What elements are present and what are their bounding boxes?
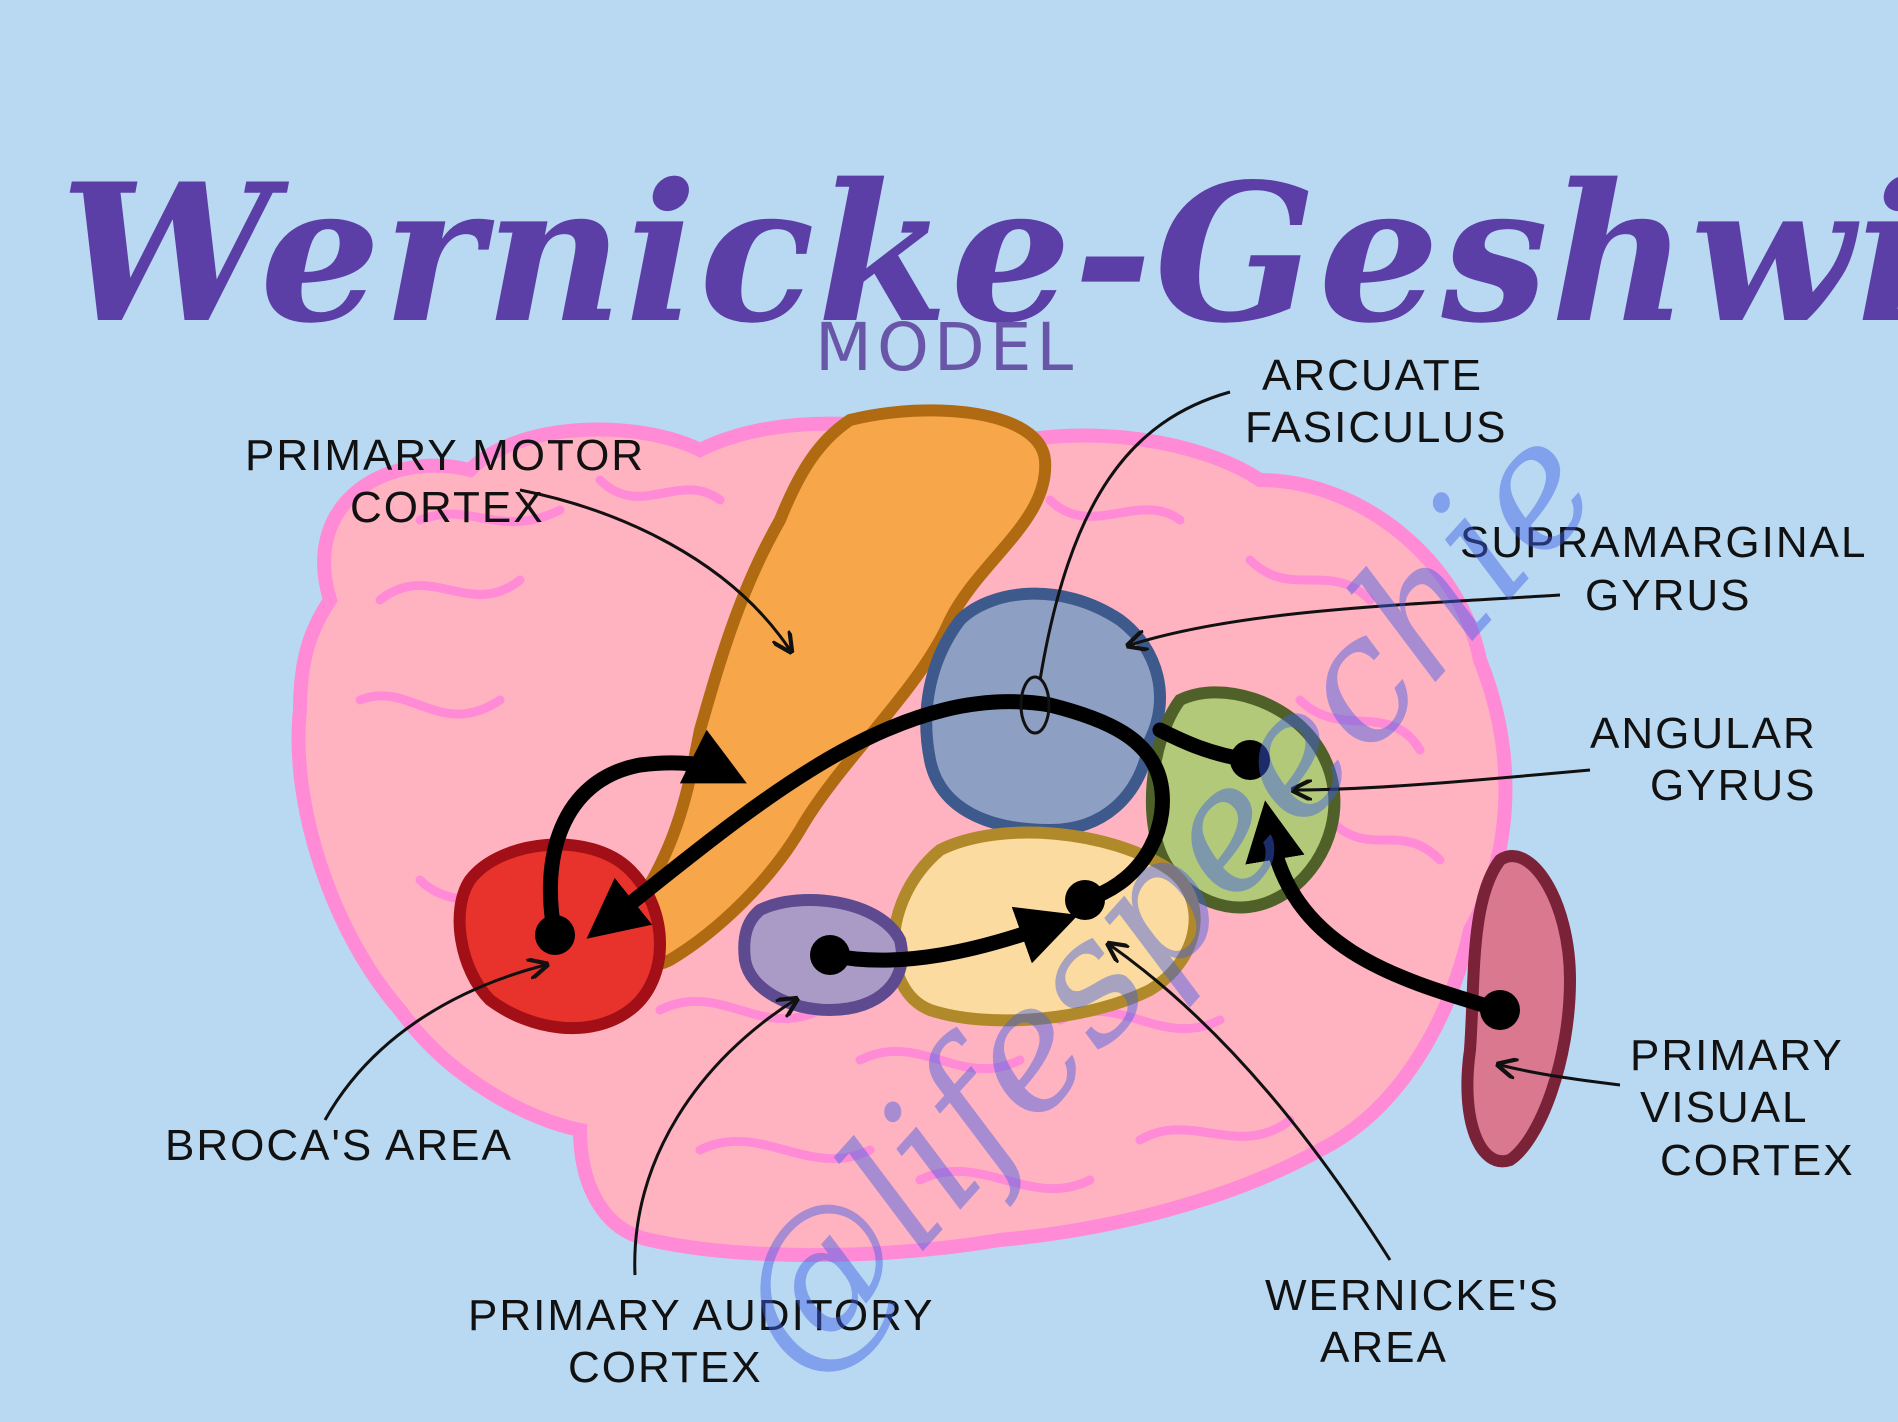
diagram-subtitle: MODEL — [815, 309, 1078, 386]
label-primary-auditory-cortex: PRIMARY AUDITORY CORTEX — [468, 1291, 934, 1392]
broca-node — [535, 915, 575, 955]
label-arcuate-fasiculus: ARCUATE FASICULUS — [1245, 351, 1508, 452]
label-line: ANGULAR — [1590, 709, 1817, 758]
label-primary-motor-cortex: PRIMARY MOTOR CORTEX — [245, 431, 645, 532]
label-wernickes-area: WERNICKE'S AREA — [1265, 1271, 1560, 1372]
leader-lines — [323, 390, 1621, 1276]
label-line: GYRUS — [1650, 761, 1816, 810]
diagram-title: Wernicke-Geshwin — [60, 142, 1898, 365]
pathways — [542, 694, 1508, 1018]
wernicke-node — [1065, 880, 1105, 920]
label-primary-visual-cortex: PRIMARY VISUAL CORTEX — [1630, 1031, 1855, 1185]
label-line: PRIMARY — [1630, 1031, 1844, 1080]
label-line: AREA — [1320, 1323, 1448, 1372]
brain-shape — [291, 416, 1513, 1262]
label-line: PRIMARY AUDITORY — [468, 1291, 934, 1340]
brain-outline — [291, 416, 1513, 1262]
label-line: SUPRAMARGINAL — [1460, 518, 1867, 567]
arcuate-fasciculus-arrow — [586, 694, 1170, 939]
label-line: CORTEX — [1660, 1136, 1855, 1185]
auditory-to-wernicke-arrow — [822, 906, 1079, 968]
supramarginal-gyrus-region — [920, 587, 1166, 837]
broca-to-motor-arrow — [542, 729, 747, 943]
label-line: BROCA'S AREA — [165, 1121, 513, 1170]
label-line: VISUAL — [1640, 1083, 1809, 1132]
auditory-node — [810, 935, 850, 975]
label-line: FASICULUS — [1245, 403, 1508, 452]
label-brocas-area: BROCA'S AREA — [165, 1121, 513, 1170]
label-line: CORTEX — [350, 483, 545, 532]
visual-node — [1480, 990, 1520, 1030]
label-line: GYRUS — [1585, 571, 1751, 620]
label-supramarginal-gyrus: SUPRAMARGINAL GYRUS — [1460, 518, 1867, 620]
label-line: ARCUATE — [1262, 351, 1483, 400]
angular-node — [1230, 740, 1270, 780]
label-angular-gyrus: ANGULAR GYRUS — [1590, 709, 1817, 810]
visual-to-angular-arrow — [1245, 800, 1508, 1018]
label-line: PRIMARY MOTOR — [245, 431, 645, 480]
label-line: WERNICKE'S — [1265, 1271, 1560, 1320]
brain-gyri — [355, 475, 1445, 1194]
label-line: CORTEX — [568, 1343, 763, 1392]
